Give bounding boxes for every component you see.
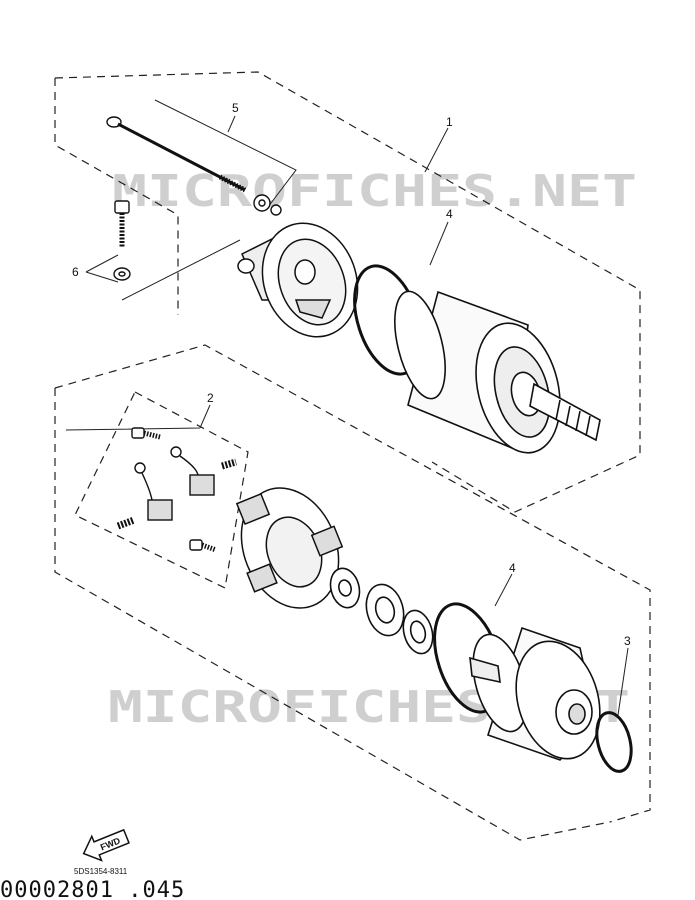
upper-assembly-outline <box>54 71 641 513</box>
drawing-code: 5DS1354-8311 <box>74 867 128 876</box>
callout-4b: 4 <box>509 561 516 575</box>
watermark-top: MICROFICHES.NET <box>112 166 637 217</box>
o-ring-small <box>595 711 633 773</box>
through-bolt-washers <box>253 194 282 216</box>
callout-6: 6 <box>72 265 79 279</box>
front-cover <box>237 222 359 338</box>
part-number: 00002801 .045 <box>0 878 185 900</box>
brush-holder <box>235 487 344 609</box>
yoke-armature <box>394 290 601 454</box>
leader-3 <box>617 647 629 716</box>
callout-5: 5 <box>232 101 239 115</box>
lower-assembly-outline <box>54 344 651 841</box>
callout-3: 3 <box>624 634 631 648</box>
bearings <box>329 567 434 655</box>
through-bolt <box>106 116 247 193</box>
callout-4a: 4 <box>446 207 453 221</box>
leader-4b <box>494 573 513 607</box>
leader-2 <box>65 404 211 431</box>
leader-4a <box>429 221 449 266</box>
cap-screw <box>113 200 131 281</box>
leader-1 <box>424 127 449 173</box>
rear-cover <box>469 626 601 761</box>
leader-5 <box>154 99 297 208</box>
callout-1: 1 <box>446 115 453 129</box>
brush-set-outline <box>74 391 249 589</box>
callout-2: 2 <box>207 391 214 405</box>
brush-set <box>116 427 237 553</box>
fwd-arrow-icon: FWD <box>82 828 130 862</box>
leader-6 <box>85 239 241 301</box>
